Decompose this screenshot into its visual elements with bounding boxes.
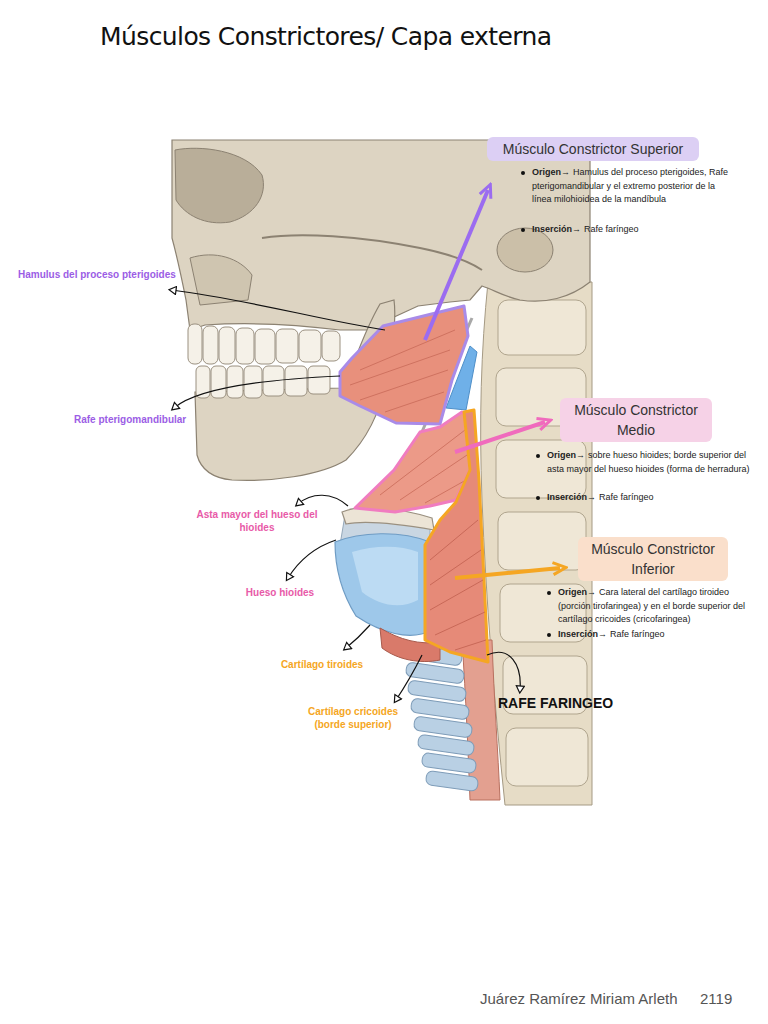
- bullet-key: Origen→: [558, 587, 596, 597]
- bullet-text: Rafe faríngeo: [599, 492, 654, 502]
- tooth: [308, 366, 330, 394]
- fiber: [360, 330, 455, 370]
- leader-line: [346, 625, 370, 648]
- muscle-heading-box: Músculo Constrictor Medio: [560, 398, 712, 442]
- bullet-key: Inserción→: [532, 224, 581, 234]
- part-label: Asta mayor del hueso del hioides: [186, 508, 328, 534]
- part-label: Hueso hioides: [230, 586, 330, 599]
- leader-line: [174, 376, 340, 408]
- tooth: [188, 324, 202, 364]
- tooth: [219, 327, 235, 364]
- fiber: [430, 520, 478, 560]
- pointer-arrow: [455, 422, 545, 452]
- pointer-arrow: [425, 190, 488, 340]
- part-label: Cartílago cricoides (borde superior): [292, 705, 414, 731]
- tooth: [203, 326, 218, 364]
- middle-constrictor: [355, 412, 470, 512]
- tooth: [276, 329, 298, 363]
- tooth: [227, 366, 243, 398]
- bullet-key: Origen→: [532, 167, 570, 177]
- trachea: [403, 644, 478, 792]
- thyroid-cartilage: [335, 534, 432, 636]
- leader-lines: [172, 290, 520, 700]
- leader-line: [396, 655, 422, 700]
- zygomatic-arch: [262, 235, 482, 270]
- fiber: [350, 350, 450, 385]
- fiber: [400, 455, 467, 500]
- leader-line: [487, 652, 520, 690]
- superior-constrictor: [340, 306, 468, 424]
- leader-line: [288, 540, 336, 578]
- tracheal-ring: [425, 770, 478, 791]
- tooth: [211, 366, 226, 398]
- author-footer: Juárez Ramírez Miriam Arleth: [480, 989, 700, 1009]
- tooth: [255, 329, 275, 364]
- tooth: [299, 330, 321, 362]
- bullet-key: Inserción→: [558, 629, 607, 639]
- bullet-item: Origen→Cara lateral del cartílago tiroid…: [558, 586, 763, 627]
- page-number: 2119: [700, 989, 760, 1009]
- mastoid: [497, 228, 553, 272]
- bullet-item: Origen→Hamulus del proceso pterigoides, …: [532, 166, 737, 207]
- tracheal-ring: [413, 716, 472, 738]
- bullet-item: Inserción→Rafe faríngeo: [547, 491, 762, 505]
- cartilage-highlight: [352, 547, 418, 606]
- muscle-fibers: [350, 330, 455, 412]
- tracheal-ring: [417, 734, 474, 756]
- part-label: Cartílago tiroides: [262, 658, 382, 671]
- skull: [172, 140, 590, 330]
- part-label: Rafe pterigomandibular: [74, 413, 234, 426]
- vertebra: [498, 512, 586, 570]
- fiber: [455, 640, 486, 650]
- leader-line: [172, 290, 385, 330]
- vertebra: [506, 728, 588, 786]
- vertebrae: [496, 300, 588, 786]
- muscle-fibers: [430, 520, 486, 650]
- bullet-item: Inserción→Rafe faríngeo: [532, 223, 737, 237]
- tracheal-ring: [421, 752, 476, 773]
- vertebra: [498, 300, 586, 355]
- bullet-key: Inserción→: [547, 492, 596, 502]
- part-label: RAFE FARINGEO: [498, 694, 638, 712]
- bullet-item: Origen→sobre hueso hioides; borde superi…: [547, 449, 762, 476]
- heading-text: Músculo Constrictor Inferior: [584, 539, 722, 579]
- muscle-fibers: [380, 430, 467, 503]
- bullet-item: Inserción→Rafe faríngeo: [558, 628, 763, 642]
- pointer-arrow: [455, 568, 560, 578]
- upper-teeth: [188, 324, 340, 364]
- page-title: Músculos Constrictores/ Capa externa: [100, 22, 551, 51]
- part-label: Hamulus del proceso pterigoides: [18, 268, 228, 281]
- inferior-constrictor: [425, 410, 488, 662]
- fiber: [430, 580, 483, 610]
- cervical-spine: [481, 282, 592, 805]
- bullet-key: Origen→: [547, 450, 585, 460]
- leader-line: [298, 495, 348, 506]
- heading-text: Músculo Constrictor Medio: [566, 400, 706, 440]
- bullet-text: Rafe faríngeo: [584, 224, 639, 234]
- orbit: [175, 148, 263, 223]
- muscle-heading-box: Músculo Constrictor Superior: [487, 137, 699, 161]
- muscle-heading-box: Músculo Constrictor Inferior: [578, 537, 728, 581]
- tooth: [285, 366, 307, 396]
- heading-text: Músculo Constrictor Superior: [493, 139, 693, 159]
- fiber: [385, 392, 444, 412]
- tooth: [322, 331, 340, 361]
- tooth: [236, 328, 254, 364]
- bullet-text: Rafe faríngeo: [610, 629, 665, 639]
- fiber: [435, 612, 485, 635]
